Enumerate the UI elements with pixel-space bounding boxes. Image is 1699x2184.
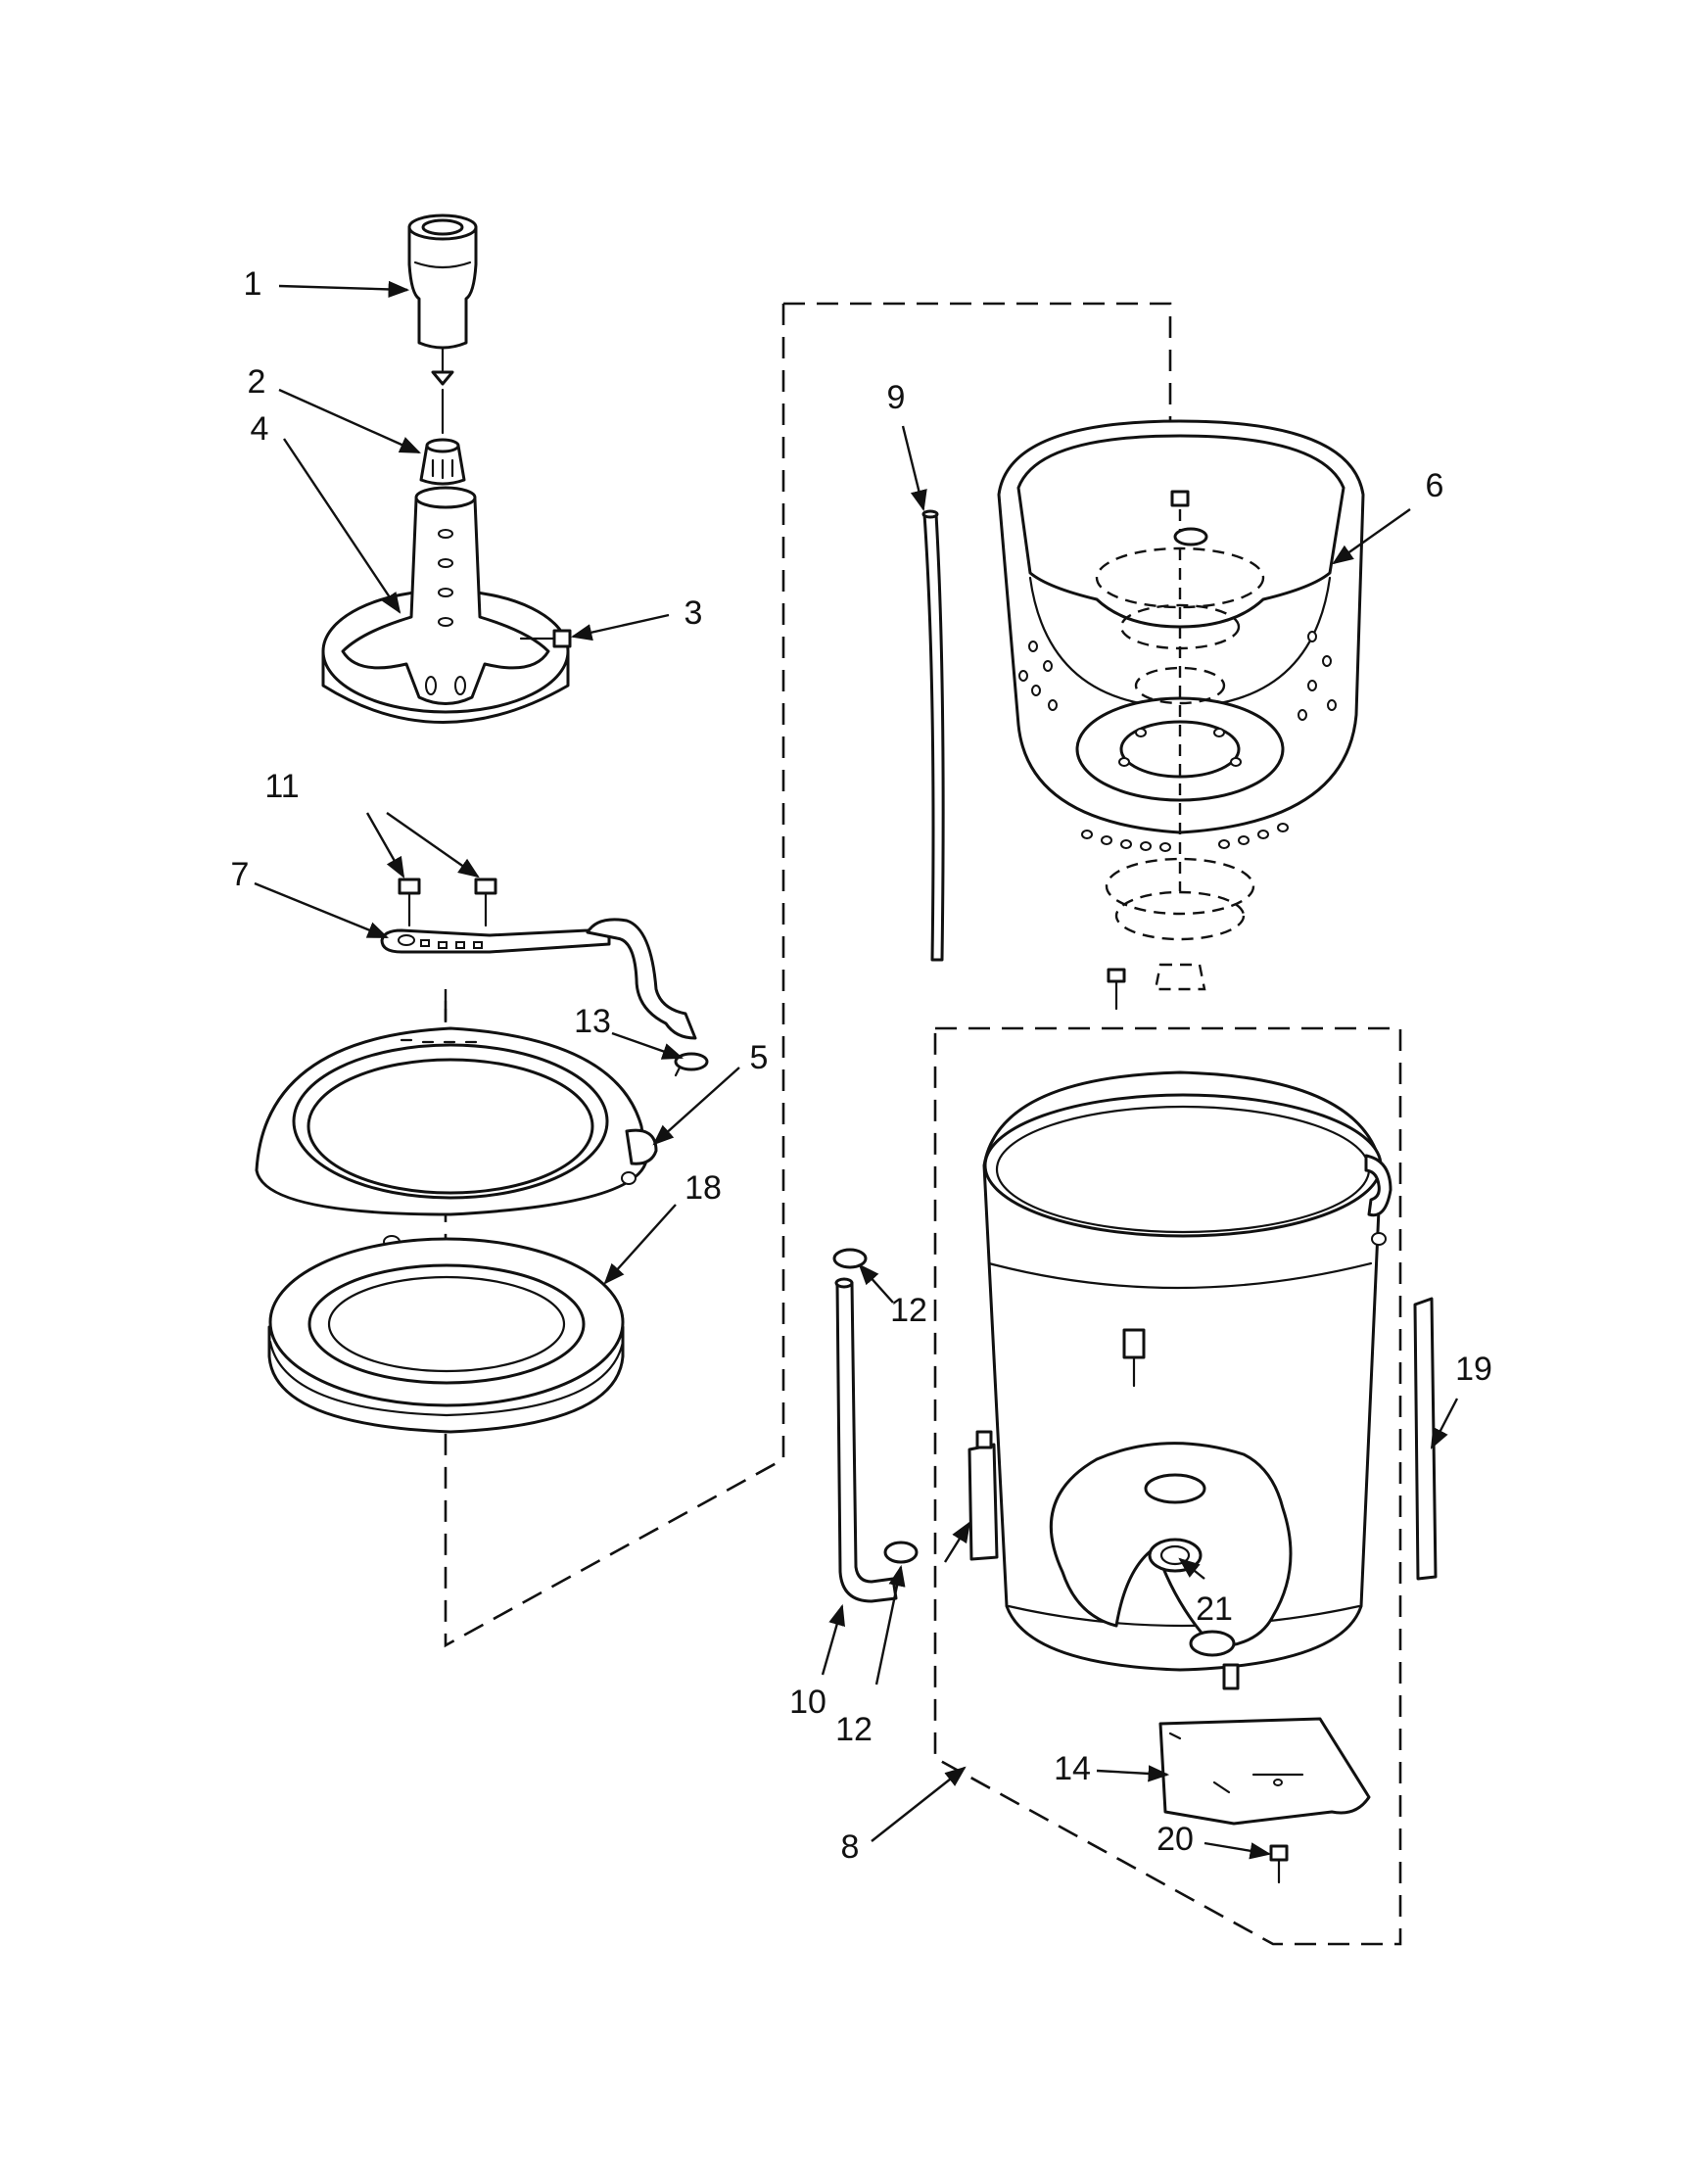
- callout-19: 19: [1455, 1351, 1492, 1388]
- callout-1: 1: [244, 265, 262, 303]
- agitator-base: [321, 486, 570, 724]
- agitator-dogs: [419, 388, 466, 486]
- outer-tub: [967, 1070, 1392, 1690]
- callout-20: 20: [1156, 1821, 1194, 1858]
- leader-lines: [254, 280, 1459, 1860]
- callout-11: 11: [264, 768, 299, 805]
- agitator-cap: [407, 214, 478, 386]
- callout-13: 13: [574, 1003, 611, 1040]
- callout-4: 4: [251, 410, 269, 448]
- callout-labels: 1 2 3 4 5 6 7 8 9 10 11 12 12 13 14 18 1…: [231, 265, 1492, 1866]
- callout-14: 14: [1054, 1750, 1091, 1787]
- shield-screw: [1269, 1844, 1289, 1884]
- callout-10: 10: [789, 1684, 826, 1721]
- callout-6: 6: [1426, 467, 1444, 504]
- basket-perforations: [1018, 631, 1337, 852]
- hose-clamps: [832, 1248, 919, 1564]
- callout-12-upper: 12: [890, 1292, 927, 1329]
- assembly-boundary-basket-left: [444, 304, 785, 1648]
- tub-shield: [1158, 1717, 1371, 1826]
- callout-2: 2: [248, 363, 266, 401]
- snubber-ring: [267, 1237, 625, 1434]
- callout-12-lower: 12: [835, 1711, 873, 1748]
- spin-basket: [997, 419, 1365, 1011]
- callout-21: 21: [1196, 1591, 1233, 1628]
- tub-ring: [255, 1026, 658, 1249]
- callout-5: 5: [750, 1039, 769, 1076]
- agitator-screw: [519, 629, 572, 648]
- fill-inlet-bracket: [380, 918, 697, 1040]
- callout-18: 18: [684, 1169, 722, 1207]
- assembly-boundary-tub: [933, 1026, 1402, 1946]
- callout-7: 7: [231, 856, 250, 893]
- callout-3: 3: [684, 594, 703, 632]
- mounting-screws: [398, 878, 497, 927]
- assembly-boundary-basket: [783, 302, 1172, 764]
- tub-seal-strip: [1413, 1297, 1438, 1581]
- callout-8: 8: [841, 1828, 860, 1866]
- callout-9: 9: [887, 379, 906, 416]
- overflow-hose: [921, 509, 945, 962]
